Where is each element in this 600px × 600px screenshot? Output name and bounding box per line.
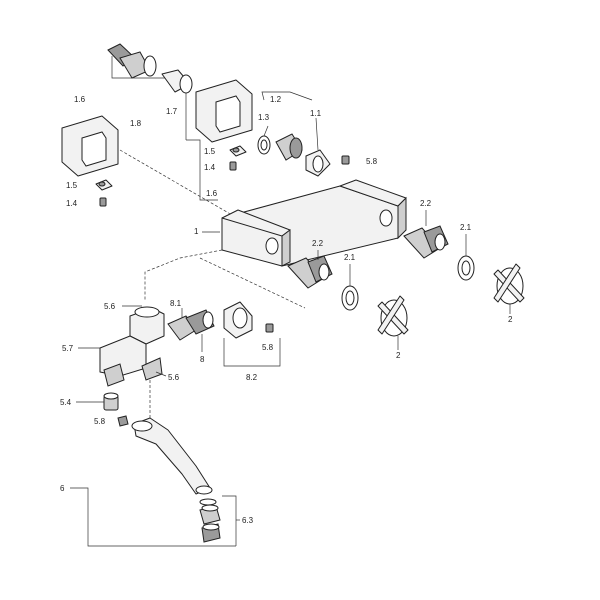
label-2-2-right: 2.2 [420,199,432,208]
part-diverter-cartridge-8-1 [167,308,215,352]
part-screw-5-8-spout [117,415,129,427]
label-1-5-left: 1.5 [66,181,78,190]
label-5-7: 5.7 [62,344,74,353]
label-1-2: 1.2 [270,95,282,104]
assembly-guide-lines [119,149,306,420]
part-cartridge-2-2-left [287,250,333,289]
label-1-8: 1.8 [130,119,142,128]
part-diverter-body [78,305,167,387]
label-2-right: 2 [508,315,513,324]
label-1-7: 1.7 [166,107,178,116]
label-2-1-left: 2.1 [344,253,356,262]
part-screw-1-4-left [99,197,107,207]
part-screw-5-8-knob [265,323,274,333]
part-sleeve-1-7 [161,69,193,94]
part-mixer-body-1 [202,179,407,267]
label-5-4: 5.4 [60,398,72,407]
label-8-1: 8.1 [170,299,182,308]
label-1-4-left: 1.4 [66,199,78,208]
part-nut-1-1 [261,91,331,177]
part-ring-2-1-left [341,264,359,311]
label-5-6-lower: 5.6 [168,373,180,382]
part-screw-1-4-upper [229,161,237,171]
label-1-5-upper: 1.5 [204,147,216,156]
label-1-6-left: 1.6 [74,95,86,104]
part-clip-1-5-upper [229,145,247,157]
label-1-4-upper: 1.4 [204,163,216,172]
label-5-8-top: 5.8 [366,157,378,166]
label-5-6-upper: 5.6 [104,302,116,311]
part-escutcheon-1-6-upper [186,79,253,201]
part-clip-1-5-left [95,179,113,191]
label-1-3: 1.3 [258,113,270,122]
label-8-2: 8.2 [246,373,258,382]
part-escutcheon-1-6-left [61,115,119,177]
part-ring-2-1-right [457,234,475,281]
label-2-2-left: 2.2 [312,239,324,248]
part-cross-handle-2-right [493,263,525,314]
label-5-8-knob: 5.8 [262,343,274,352]
part-cartridge-2-2-right [403,210,449,259]
part-aerator-6-3 [199,495,240,546]
part-washer-1-3 [257,135,271,155]
label-1: 1 [194,227,199,236]
part-labels: 1.1 1.2 1.3 1.4 1.4 1.5 1.5 1.6 1.6 1.7 … [60,95,513,525]
part-nipple-5-4 [76,392,119,411]
label-6-3: 6.3 [242,516,254,525]
part-connector-1-8 [107,43,187,140]
label-8: 8 [200,355,205,364]
label-6: 6 [60,484,65,493]
label-1-1: 1.1 [310,109,322,118]
label-5-8-spout: 5.8 [94,417,106,426]
part-spout-6 [70,417,236,547]
label-2-left: 2 [396,351,401,360]
part-tailpiece-1-2 [275,133,303,161]
part-knob-8-2 [223,301,281,367]
part-cross-handle-2-left [377,295,409,350]
label-1-6-upper: 1.6 [206,189,218,198]
part-screw-5-8-top [341,155,350,165]
label-2-1-right: 2.1 [460,223,472,232]
